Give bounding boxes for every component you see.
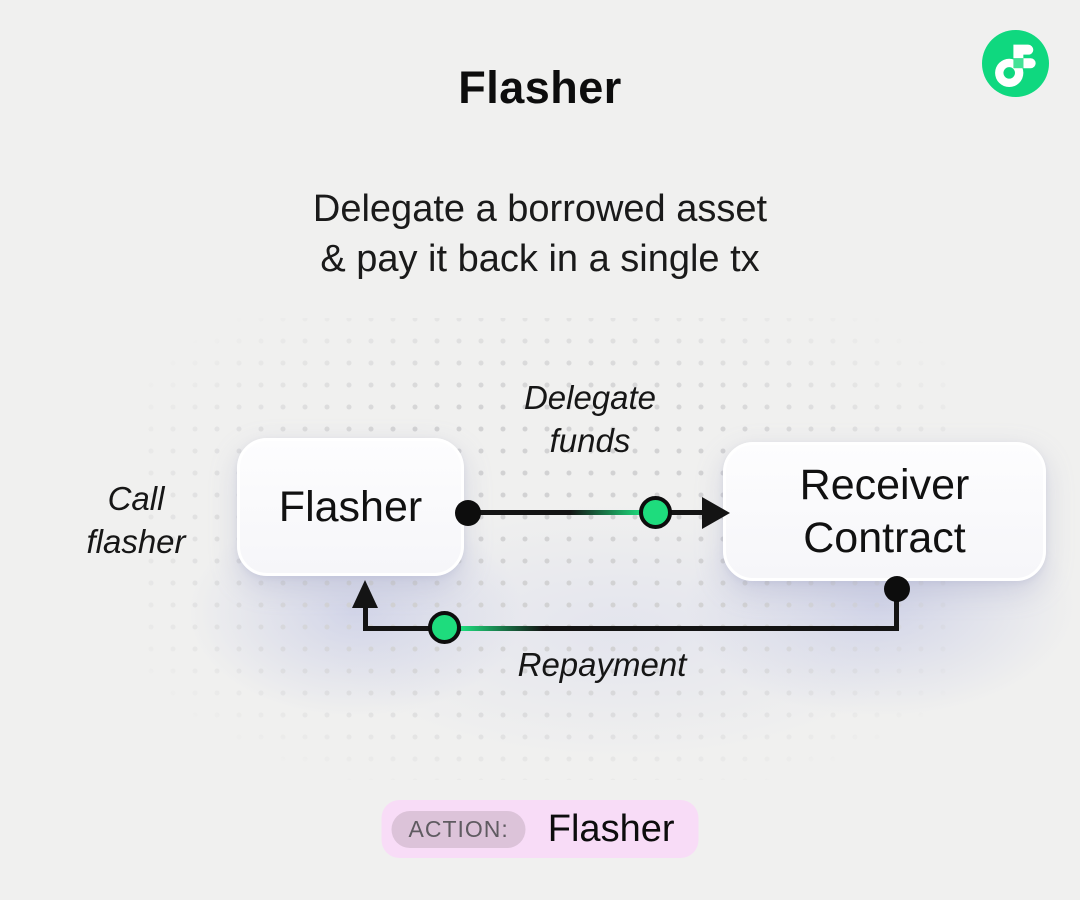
repayment-start-dot: [884, 576, 910, 602]
repayment-edge-green-trail: [461, 626, 543, 631]
page-subtitle: Delegate a borrowed asset & pay it back …: [0, 184, 1080, 284]
flasher-node: Flasher: [237, 438, 464, 576]
repayment-edge-vline-end: [363, 601, 368, 631]
receiver-contract-node: Receiver Contract: [723, 442, 1046, 581]
subtitle-line-1: Delegate a borrowed asset: [312, 188, 768, 230]
repayment-arrowhead-icon: [352, 580, 378, 608]
repayment-edge-vline-start: [894, 589, 899, 631]
repayment-label: Repayment: [517, 646, 687, 683]
repayment-edge-line: [363, 626, 899, 631]
action-badge: ACTION: Flasher: [381, 800, 699, 858]
page-title: Flasher: [458, 62, 622, 113]
fluid-logo-icon: [982, 30, 1049, 97]
delegate-arrowhead-icon: [702, 497, 730, 529]
flasher-node-label: Flasher: [278, 482, 423, 531]
delegate-funds-label: Delegate funds: [523, 379, 657, 459]
delegate-start-dot: [455, 500, 481, 526]
action-badge-value: Flasher: [547, 807, 675, 850]
subtitle-line-2: & pay it back in a single tx: [320, 238, 760, 280]
delegate-edge-green-trail: [570, 510, 642, 515]
receiver-node-label: Receiver Contract: [799, 460, 970, 562]
action-badge-prefix: ACTION:: [391, 810, 526, 848]
call-flasher-label: Call flasher: [86, 480, 186, 560]
repayment-progress-dot: [428, 611, 461, 644]
delegate-progress-dot: [639, 496, 672, 529]
